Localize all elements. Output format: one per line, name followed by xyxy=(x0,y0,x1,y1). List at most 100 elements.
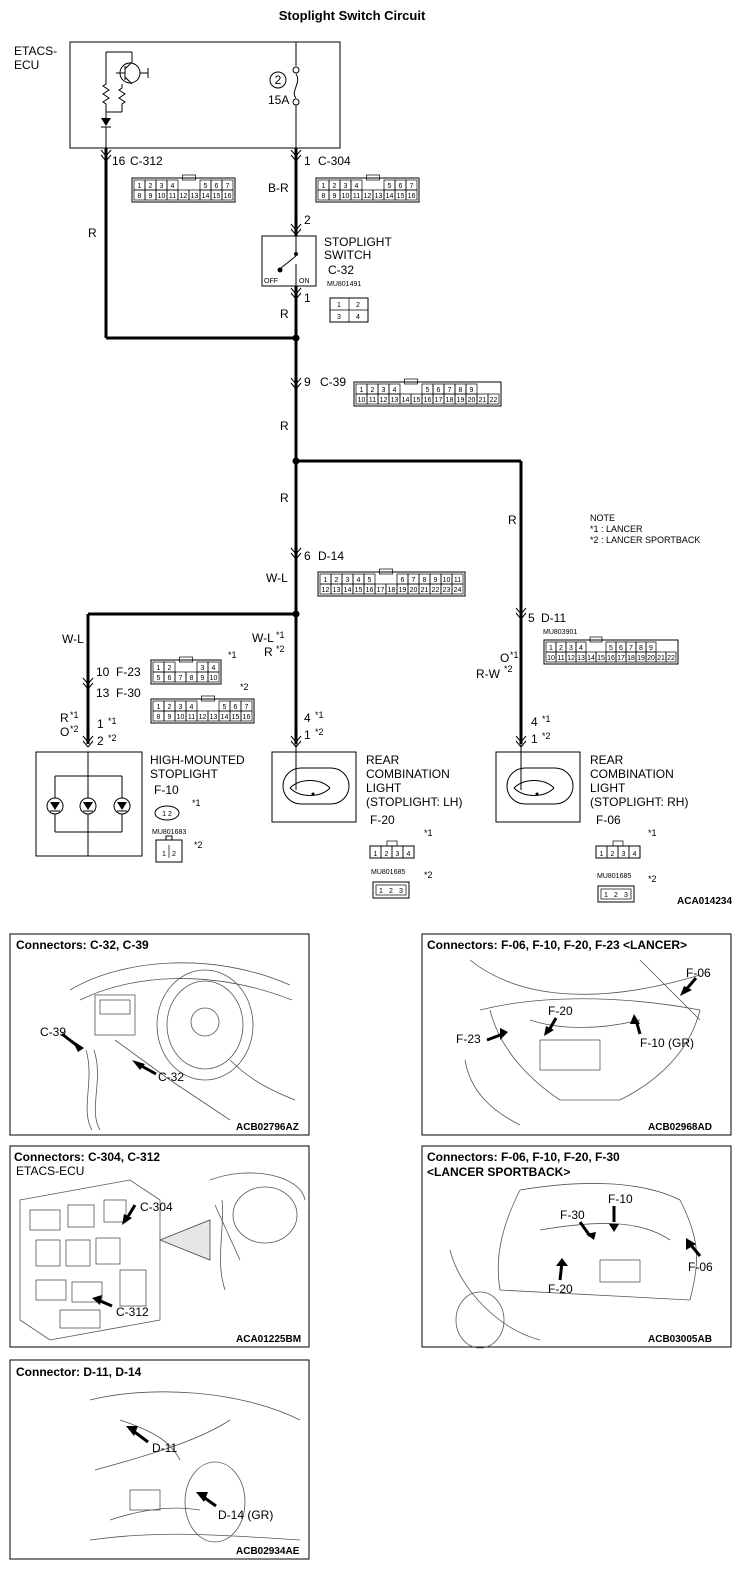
pin-number: 9 xyxy=(470,387,474,394)
wire-label-r-s2: R xyxy=(264,645,273,659)
rh-bulb xyxy=(506,767,574,805)
wire-label-r-c39: R xyxy=(280,419,289,433)
wire-label-r-right: R xyxy=(508,513,517,527)
lh-part: MU801685 xyxy=(371,869,405,876)
pin-number: 10 xyxy=(342,193,350,200)
label-f30: F-30 xyxy=(560,1208,585,1222)
pin-number: 2 xyxy=(149,183,153,190)
pin-number: 5 xyxy=(204,183,208,190)
junction-3 xyxy=(292,610,300,618)
pin-number: 22 xyxy=(667,655,675,662)
ecu-label-2: ECU xyxy=(14,58,39,72)
pin-number: 3 xyxy=(179,704,183,711)
diagram-title: Stoplight Switch Circuit xyxy=(279,8,426,23)
pin-number: 20 xyxy=(468,397,476,404)
svg-text:2: 2 xyxy=(172,851,176,858)
pin-number: 3 xyxy=(622,851,626,858)
pin-number: 11 xyxy=(557,655,564,662)
dashboard-illustration xyxy=(69,962,296,1131)
label-f10: F-10 (GR) xyxy=(640,1036,694,1050)
svg-text:*2: *2 xyxy=(648,874,657,884)
junction-1 xyxy=(292,334,300,342)
panel-title: Connectors: C-304, C-312 xyxy=(14,1150,160,1164)
pin-number: 15 xyxy=(397,193,405,200)
note-line-1: *1 : LANCER xyxy=(590,524,643,534)
pin-number: 8 xyxy=(138,193,142,200)
pin-10: 10 xyxy=(96,665,110,679)
pin-number: 2 xyxy=(333,183,337,190)
pin-number: 2 xyxy=(335,577,339,584)
pin-number: 14 xyxy=(587,655,595,662)
rh-label-3: LIGHT xyxy=(590,781,626,795)
pin-1-c304: 1 xyxy=(304,154,311,168)
wire-label-o-s1: O xyxy=(500,651,509,665)
rear-combination-light-lh: REAR COMBINATION LIGHT (STOPLIGHT: LH) F… xyxy=(271,744,462,880)
pin-number: 3 xyxy=(160,183,164,190)
pin-number: 23 xyxy=(443,587,451,594)
rh-pin-4: 4 xyxy=(531,715,538,729)
hm-label-1: HIGH-MOUNTED xyxy=(150,753,245,767)
wire-label-b-r: B-R xyxy=(268,181,289,195)
label-d14: D-14 (GR) xyxy=(218,1508,273,1522)
lh-label-4: (STOPLIGHT: LH) xyxy=(366,795,462,809)
rear-combination-light-rh: REAR COMBINATION LIGHT (STOPLIGHT: RH) F… xyxy=(495,744,688,884)
pin-number: 2 xyxy=(385,851,389,858)
pin-number: 4 xyxy=(212,665,216,672)
panel-c304-c312: Connectors: C-304, C-312 ETACS-ECU C-304… xyxy=(9,1145,310,1348)
label-c312: C-312 xyxy=(116,1305,149,1319)
pin-number: 21 xyxy=(421,587,429,594)
f10-pins: 1 2 xyxy=(162,811,172,818)
rh-label-2: COMBINATION xyxy=(590,767,674,781)
hm-part: MU801683 xyxy=(152,829,186,836)
pin-number: 6 xyxy=(168,675,172,682)
wire-label-w-l-left: W-L xyxy=(62,632,84,646)
pin-number: 5 xyxy=(426,387,430,394)
svg-text:*1: *1 xyxy=(648,828,657,838)
pin-number: 8 xyxy=(639,645,643,652)
pin-number: 11 xyxy=(454,577,461,584)
label-c304: C-304 xyxy=(140,1200,173,1214)
pin-number: 17 xyxy=(435,397,443,404)
high-mounted-stoplight: HIGH-MOUNTED STOPLIGHT F-10 *1 1 2 MU801… xyxy=(35,751,245,863)
pin-number: 4 xyxy=(356,314,360,321)
pin-number: 15 xyxy=(232,714,240,721)
rh-part: MU801685 xyxy=(597,873,631,880)
rh-box xyxy=(495,751,581,823)
pin-number: 8 xyxy=(423,577,427,584)
pin-number: 14 xyxy=(402,397,410,404)
lh-bulb xyxy=(282,767,350,805)
pin-number: 12 xyxy=(180,193,188,200)
svg-text:*1: *1 xyxy=(276,630,285,640)
pin-number: 5 xyxy=(609,645,613,652)
label-f10: F-10 xyxy=(608,1192,633,1206)
connector-c304-label: C-304 xyxy=(318,154,351,168)
pin-number: 6 xyxy=(234,704,238,711)
pin-9: 9 xyxy=(304,375,311,389)
switch-label-1: STOPLIGHT xyxy=(324,235,392,249)
pin-number: 13 xyxy=(375,193,383,200)
pin-number: 4 xyxy=(579,645,583,652)
svg-text:*1: *1 xyxy=(108,716,117,726)
pin-number: 1 xyxy=(157,665,161,672)
wire-label-r-sw: R xyxy=(280,307,289,321)
pin-number: 10 xyxy=(547,655,555,662)
pin-number: 13 xyxy=(577,655,585,662)
pin-number: 2 xyxy=(168,704,172,711)
pin-number: 7 xyxy=(179,675,183,682)
panel-f06-f10-f20-f23: Connectors: F-06, F-10, F-20, F-23 <LANC… xyxy=(421,933,732,1136)
panel-title: Connectors: F-06, F-10, F-20, F-23 <LANC… xyxy=(427,938,687,952)
pin-number: 4 xyxy=(407,851,411,858)
panel-code: ACA01225BM xyxy=(236,1334,301,1345)
lh-box xyxy=(271,751,357,823)
pin-number: 7 xyxy=(412,577,416,584)
panel-code: ACB02968AD xyxy=(648,1122,712,1133)
pin-number: 5 xyxy=(157,675,161,682)
